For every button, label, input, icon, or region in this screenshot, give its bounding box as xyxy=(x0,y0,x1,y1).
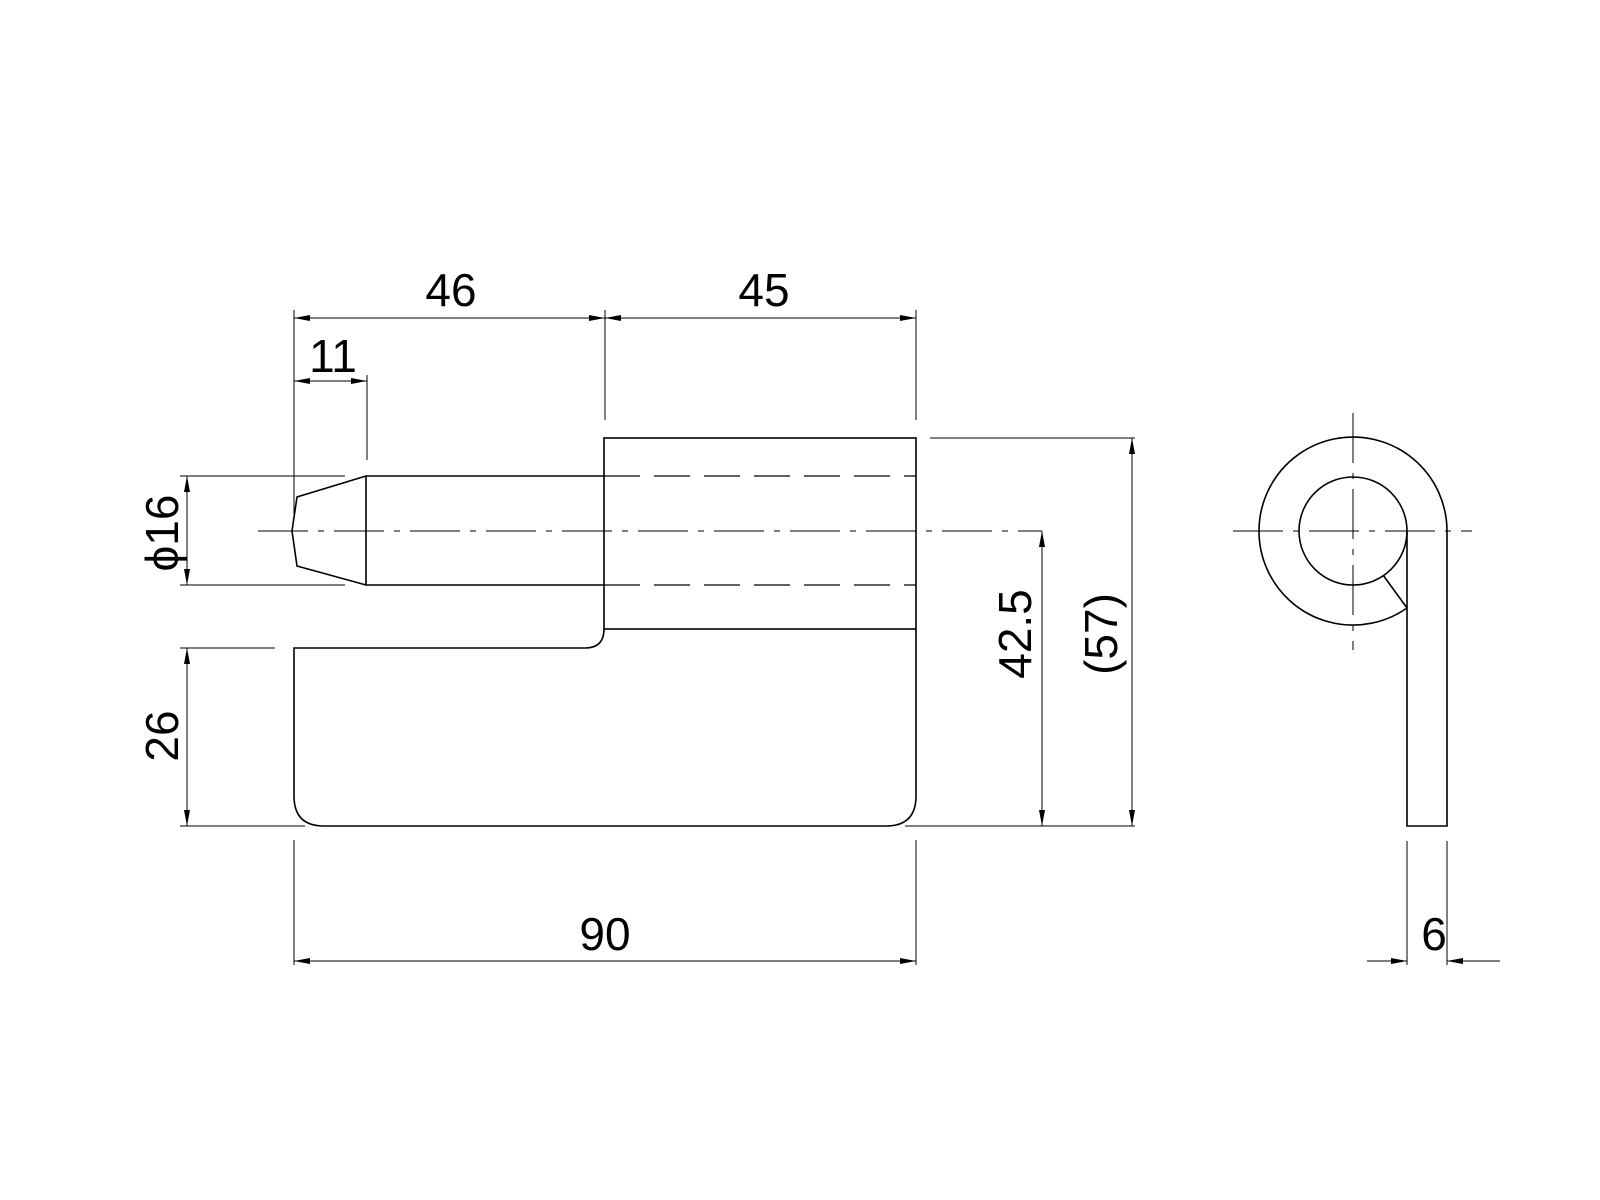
curl-outline xyxy=(1258,436,1448,827)
extension-lines xyxy=(180,310,1135,965)
dim-barrel-length: 45 xyxy=(738,264,789,316)
leaf-outline xyxy=(293,628,917,827)
dim-leaf-height: 26 xyxy=(136,710,188,761)
dim-total-height: (57) xyxy=(1075,593,1127,675)
barrel-outline xyxy=(603,437,917,630)
dim-pin-diameter: ϕ16 xyxy=(136,495,188,572)
dim-thickness: 6 xyxy=(1421,908,1447,960)
dim-total-width: 90 xyxy=(579,908,630,960)
pin-outline xyxy=(291,474,604,587)
side-view: 6 xyxy=(1233,413,1500,965)
dim-pin-length: 46 xyxy=(425,264,476,316)
dim-center-height: 42.5 xyxy=(989,589,1041,679)
front-view: 46 45 11 ϕ16 26 90 42.5 (57) xyxy=(136,264,1135,965)
dim-chamfer: 11 xyxy=(309,330,357,382)
dimension-lines xyxy=(184,315,1135,964)
side-extension-lines xyxy=(1367,841,1500,965)
